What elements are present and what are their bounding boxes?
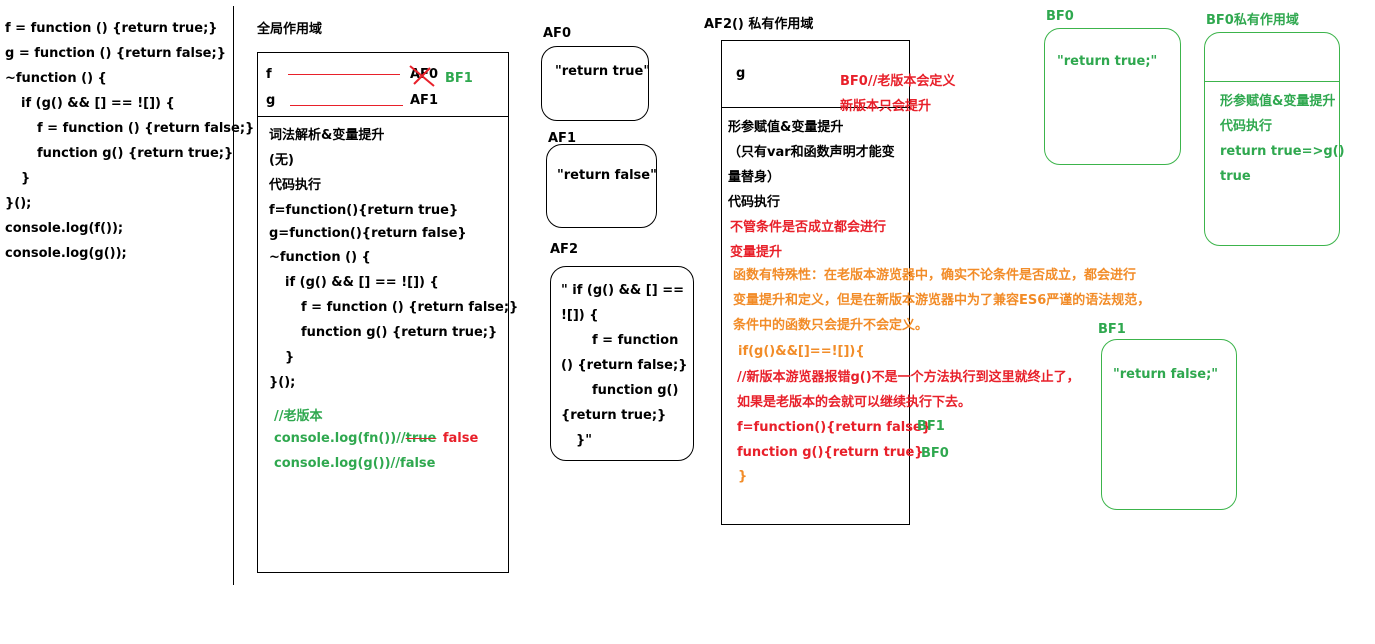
private-if-line: if(g()&&[]==![]){ bbox=[738, 344, 865, 359]
heap-af1-title: AF1 bbox=[548, 131, 576, 146]
af2-line: function g() bbox=[592, 383, 679, 398]
private-scope-separator bbox=[721, 107, 910, 108]
global-scope-title: 全局作用域 bbox=[257, 22, 323, 37]
code-line: ~function () { bbox=[5, 71, 107, 86]
global-scope-separator bbox=[257, 116, 509, 117]
af2-line: }" bbox=[576, 433, 593, 448]
af2-line: f = function bbox=[592, 333, 679, 348]
heap-af1-box bbox=[546, 144, 657, 228]
private-close-brace: } bbox=[738, 469, 748, 484]
red-line: function g(){return true} bbox=[737, 445, 924, 460]
af2-line: {return true;} bbox=[561, 408, 667, 423]
code-line: g = function () {return false;} bbox=[5, 46, 226, 61]
heap-af1-text: "return false" bbox=[557, 168, 657, 183]
private-g-note-old: BF0//老版本会定义 bbox=[840, 74, 956, 89]
function-special-note: 函数有特殊性：在老版本游览器中，确实不论条件是否成立，都会进行 变量提升和定义，… bbox=[733, 263, 1150, 338]
source-code: f = function () {return true;} g = funct… bbox=[5, 16, 254, 266]
bf0-box bbox=[1044, 28, 1181, 165]
heap-af2-title: AF2 bbox=[550, 242, 578, 257]
console-log-f-correction: false bbox=[442, 431, 479, 446]
body-line: ~function () { bbox=[269, 250, 371, 265]
code-line: console.log(f()); bbox=[5, 221, 124, 236]
global-f-bf1: BF1 bbox=[445, 71, 473, 86]
bf0-text: "return true;" bbox=[1057, 54, 1158, 69]
private-line: 形参赋值&变量提升 bbox=[728, 120, 844, 135]
code-line: function g() {return true;} bbox=[37, 146, 234, 161]
af2-line: " if (g() && [] == bbox=[561, 283, 684, 298]
private-line: （只有var和函数声明才能变 bbox=[728, 145, 895, 160]
private-line: 量替身） bbox=[728, 170, 781, 185]
bf0-scope-line: 代码执行 bbox=[1220, 119, 1273, 134]
bf0-scope-line: 形参赋值&变量提升 bbox=[1220, 94, 1336, 109]
global-scope-box bbox=[257, 52, 509, 573]
heap-af0-text: "return true" bbox=[555, 64, 651, 79]
code-line: f = function () {return false;} bbox=[37, 121, 255, 136]
heap-af2-code: " if (g() && [] == ![]) { f = function (… bbox=[561, 278, 687, 453]
code-line: f = function () {return true;} bbox=[5, 21, 218, 36]
private-scope-box bbox=[721, 40, 910, 525]
af2-line: () {return false;} bbox=[561, 358, 688, 373]
console-log-g: console.log(g())//false bbox=[274, 456, 436, 471]
body-line: function g() {return true;} bbox=[301, 325, 498, 340]
body-line: if (g() && [] == ![]) { bbox=[285, 275, 439, 290]
body-line: f=function(){return true} bbox=[269, 203, 459, 218]
body-line: 代码执行 bbox=[269, 178, 322, 193]
bf0-scope-line: true bbox=[1220, 169, 1251, 184]
heap-af2-box bbox=[550, 266, 694, 461]
bf1-text: "return false;" bbox=[1113, 367, 1219, 382]
code-line: console.log(g()); bbox=[5, 246, 127, 261]
body-line: 词法解析&变量提升 bbox=[269, 128, 385, 143]
global-var-f: f bbox=[266, 67, 272, 82]
bf0-scope-box bbox=[1204, 32, 1340, 246]
private-line: 不管条件是否成立都会进行 bbox=[730, 220, 887, 235]
orange-line: 函数有特殊性：在老版本游览器中，确实不论条件是否成立，都会进行 bbox=[733, 268, 1137, 283]
private-bf1-label: BF1 bbox=[917, 419, 945, 434]
global-g-af1: AF1 bbox=[410, 93, 438, 108]
heap-af0-title: AF0 bbox=[543, 26, 571, 41]
cross-out-mark bbox=[409, 65, 435, 87]
bf0-scope-title: BF0私有作用域 bbox=[1206, 13, 1299, 28]
code-line: }(); bbox=[5, 196, 32, 211]
red-line: //新版本游览器报错g()不是一个方法执行到这里就终止了， bbox=[737, 370, 1080, 385]
global-var-g: g bbox=[266, 93, 276, 108]
private-line: 代码执行 bbox=[728, 195, 781, 210]
red-line: 如果是老版本的会就可以继续执行下去。 bbox=[737, 395, 972, 410]
code-line: if (g() && [] == ![]) { bbox=[21, 96, 175, 111]
global-scope-body: 词法解析&变量提升 (无) 代码执行 f=function(){return t… bbox=[269, 123, 518, 395]
orange-line: 变量提升和定义，但是在新版本游览器中为了兼容ES6严谨的语法规范， bbox=[733, 293, 1151, 308]
pointer-line-g bbox=[290, 105, 403, 106]
orange-line: 条件中的函数只会提升不会定义。 bbox=[733, 318, 929, 333]
console-log-f: console.log(fn())//true false bbox=[274, 431, 478, 446]
body-line: } bbox=[285, 350, 295, 365]
private-scope-title: AF2() 私有作用域 bbox=[704, 17, 814, 32]
red-line: f=function(){return false} bbox=[737, 420, 931, 435]
pointer-line-f bbox=[288, 74, 400, 75]
private-g-note-new: 新版本只会提升 bbox=[840, 99, 932, 114]
code-line: } bbox=[21, 171, 31, 186]
bf0-title: BF0 bbox=[1046, 9, 1074, 24]
af2-line: ![]) { bbox=[561, 308, 599, 323]
bf0-scope-separator bbox=[1204, 81, 1340, 82]
private-scope-body: 形参赋值&变量提升 （只有var和函数声明才能变 量替身） 代码执行 不管条件是… bbox=[728, 115, 895, 265]
bf0-scope-body: 形参赋值&变量提升 代码执行 return true=>g() true bbox=[1220, 89, 1345, 189]
console-log-f-prefix: console.log(fn())// bbox=[274, 431, 406, 446]
body-line: }(); bbox=[269, 375, 296, 390]
bf1-box bbox=[1101, 339, 1237, 510]
new-browser-note: //新版本游览器报错g()不是一个方法执行到这里就终止了， 如果是老版本的会就可… bbox=[737, 365, 1080, 465]
private-bf0-label: BF0 bbox=[921, 446, 949, 461]
bf1-title: BF1 bbox=[1098, 322, 1126, 337]
console-log-f-struck: true bbox=[405, 431, 437, 446]
private-var-g: g bbox=[736, 66, 746, 81]
divider bbox=[233, 6, 234, 585]
private-line: 变量提升 bbox=[730, 245, 783, 260]
heap-af0-box bbox=[541, 46, 649, 121]
body-line: f = function () {return false;} bbox=[301, 300, 519, 315]
body-line: g=function(){return false} bbox=[269, 226, 467, 241]
old-version-label: //老版本 bbox=[274, 409, 323, 424]
bf0-scope-line: return true=>g() bbox=[1220, 144, 1345, 159]
body-line: (无) bbox=[269, 153, 294, 168]
